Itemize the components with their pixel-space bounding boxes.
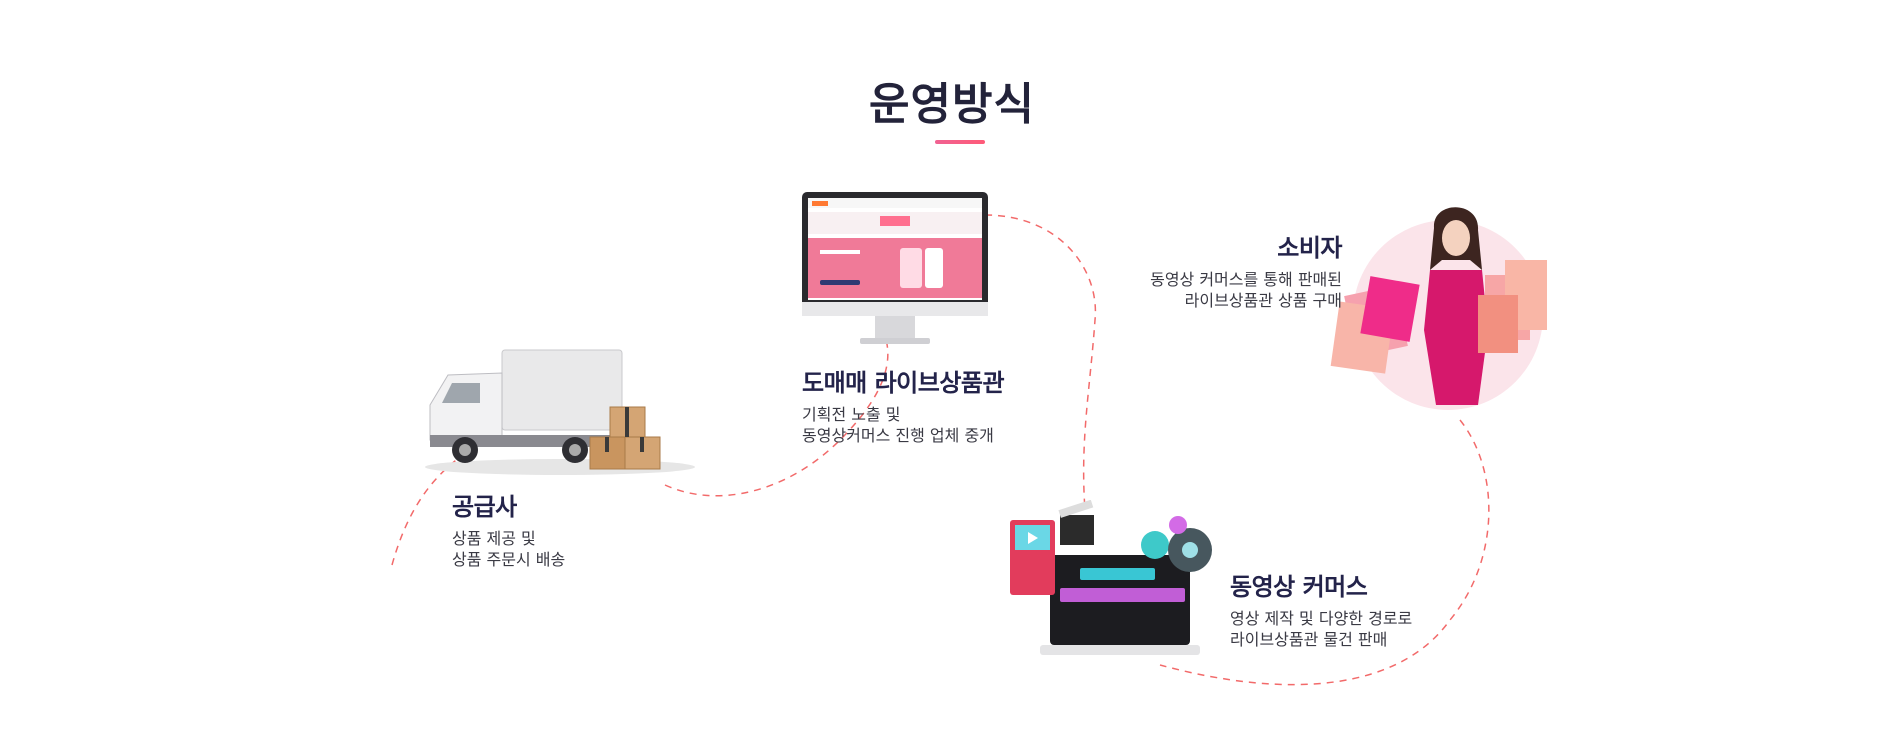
consumer-line-2: 라이브상품관 상품 구매 [1184, 291, 1342, 310]
commerce-heading: 동영상 커머스 [1230, 573, 1368, 601]
commerce-line-2: 라이브상품관 물건 판매 [1230, 630, 1388, 649]
consumer-block: 소비자 동영상 커머스를 통해 판매된 라이브상품관 상품 구매 [1150, 228, 1342, 311]
wholesale-block: 도매매 라이브상품관 기획전 노출 및 동영상커머스 진행 업체 중개 [802, 363, 1005, 446]
supplier-description: 상품 제공 및 상품 주문시 배송 [452, 528, 565, 570]
wholesale-line-1: 기획전 노출 및 [802, 405, 901, 424]
wholesale-line-2: 동영상커머스 진행 업체 중개 [802, 426, 994, 445]
consumer-heading: 소비자 [1277, 234, 1342, 262]
commerce-line-1: 영상 제작 및 다양한 경로로 [1230, 609, 1413, 628]
supplier-line-1: 상품 제공 및 [452, 529, 536, 548]
delivery-truck-icon [425, 349, 695, 475]
commerce-description: 영상 제작 및 다양한 경로로 라이브상품관 물건 판매 [1230, 608, 1412, 650]
commerce-block: 동영상 커머스 영상 제작 및 다양한 경로로 라이브상품관 물건 판매 [1230, 567, 1412, 650]
shopper-woman-icon [1330, 207, 1547, 410]
supplier-line-2: 상품 주문시 배송 [452, 550, 566, 569]
consumer-line-1: 동영상 커머스를 통해 판매된 [1150, 270, 1342, 289]
video-commerce-laptop-icon [1010, 500, 1212, 655]
monitor-icon [802, 192, 988, 344]
wholesale-description: 기획전 노출 및 동영상커머스 진행 업체 중개 [802, 404, 1004, 446]
title-underline [935, 140, 985, 144]
consumer-description: 동영상 커머스를 통해 판매된 라이브상품관 상품 구매 [1150, 269, 1342, 311]
supplier-heading: 공급사 [452, 493, 517, 521]
page-title: 운영방식 [869, 79, 1035, 130]
wholesale-heading: 도매매 라이브상품관 [802, 369, 1005, 397]
supplier-block: 공급사 상품 제공 및 상품 주문시 배송 [452, 487, 565, 570]
